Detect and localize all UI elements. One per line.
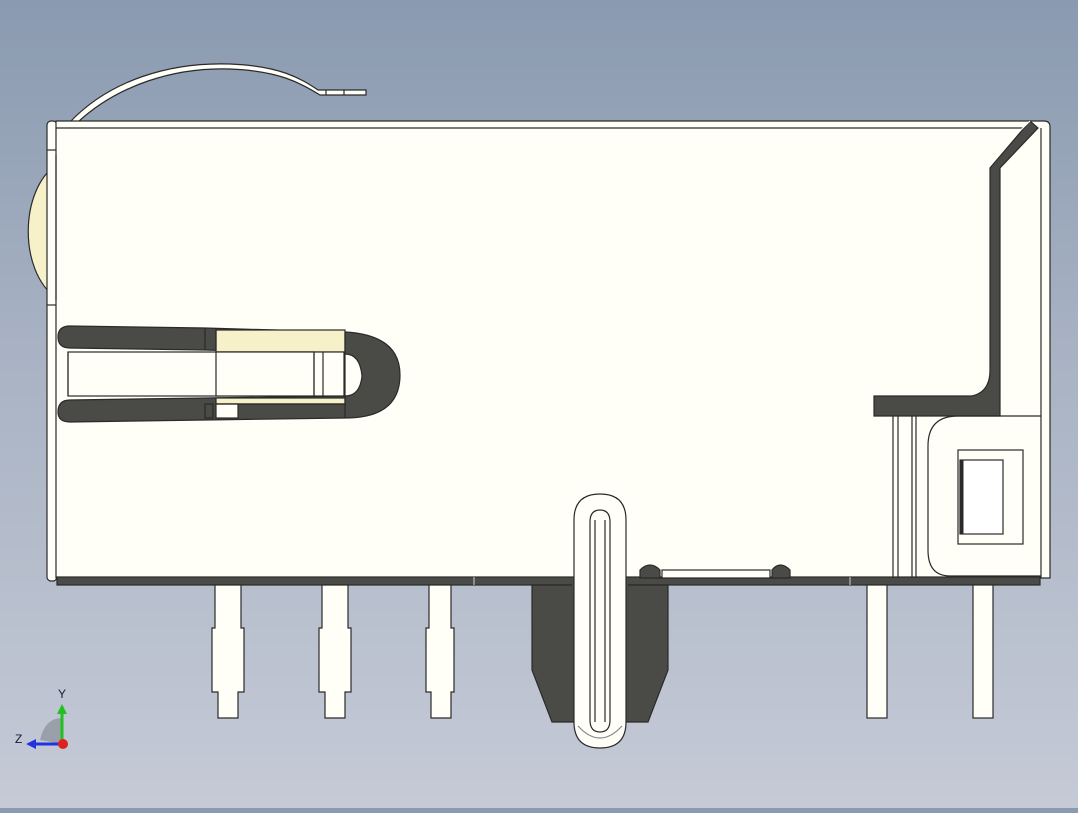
spring-insert-top [215, 329, 346, 353]
peg-tip-shade [577, 725, 623, 739]
port-recess [927, 415, 1041, 577]
pin-3[interactable] [425, 584, 455, 719]
spring-notch-a [215, 403, 239, 419]
center-peg-slot [589, 509, 611, 733]
window-inner [959, 459, 1004, 535]
triad-arc [40, 718, 62, 744]
base-clip-bar [661, 569, 771, 579]
shield-spring-wire [68, 63, 367, 123]
base-strip [56, 576, 1041, 586]
latch-edge [989, 120, 1031, 161]
y-axis-label: Y [58, 687, 67, 701]
latch-arm [873, 120, 1039, 417]
x-axis-dot [58, 739, 68, 749]
spring-notch-b [204, 403, 214, 419]
base-clip [639, 564, 791, 579]
z-axis-arrow [26, 739, 36, 749]
pin-1[interactable] [211, 584, 245, 719]
z-axis-label: Z [15, 732, 23, 746]
y-axis-arrow [57, 704, 67, 714]
pin-5[interactable] [972, 584, 994, 719]
pin-4[interactable] [866, 584, 888, 719]
connector-body[interactable] [55, 120, 1051, 579]
spring-insert-bottom [215, 397, 346, 405]
axis-triad [26, 704, 68, 749]
pin-group-left [211, 584, 455, 719]
spring-cream-block [215, 351, 315, 397]
pin-2[interactable] [318, 584, 352, 719]
